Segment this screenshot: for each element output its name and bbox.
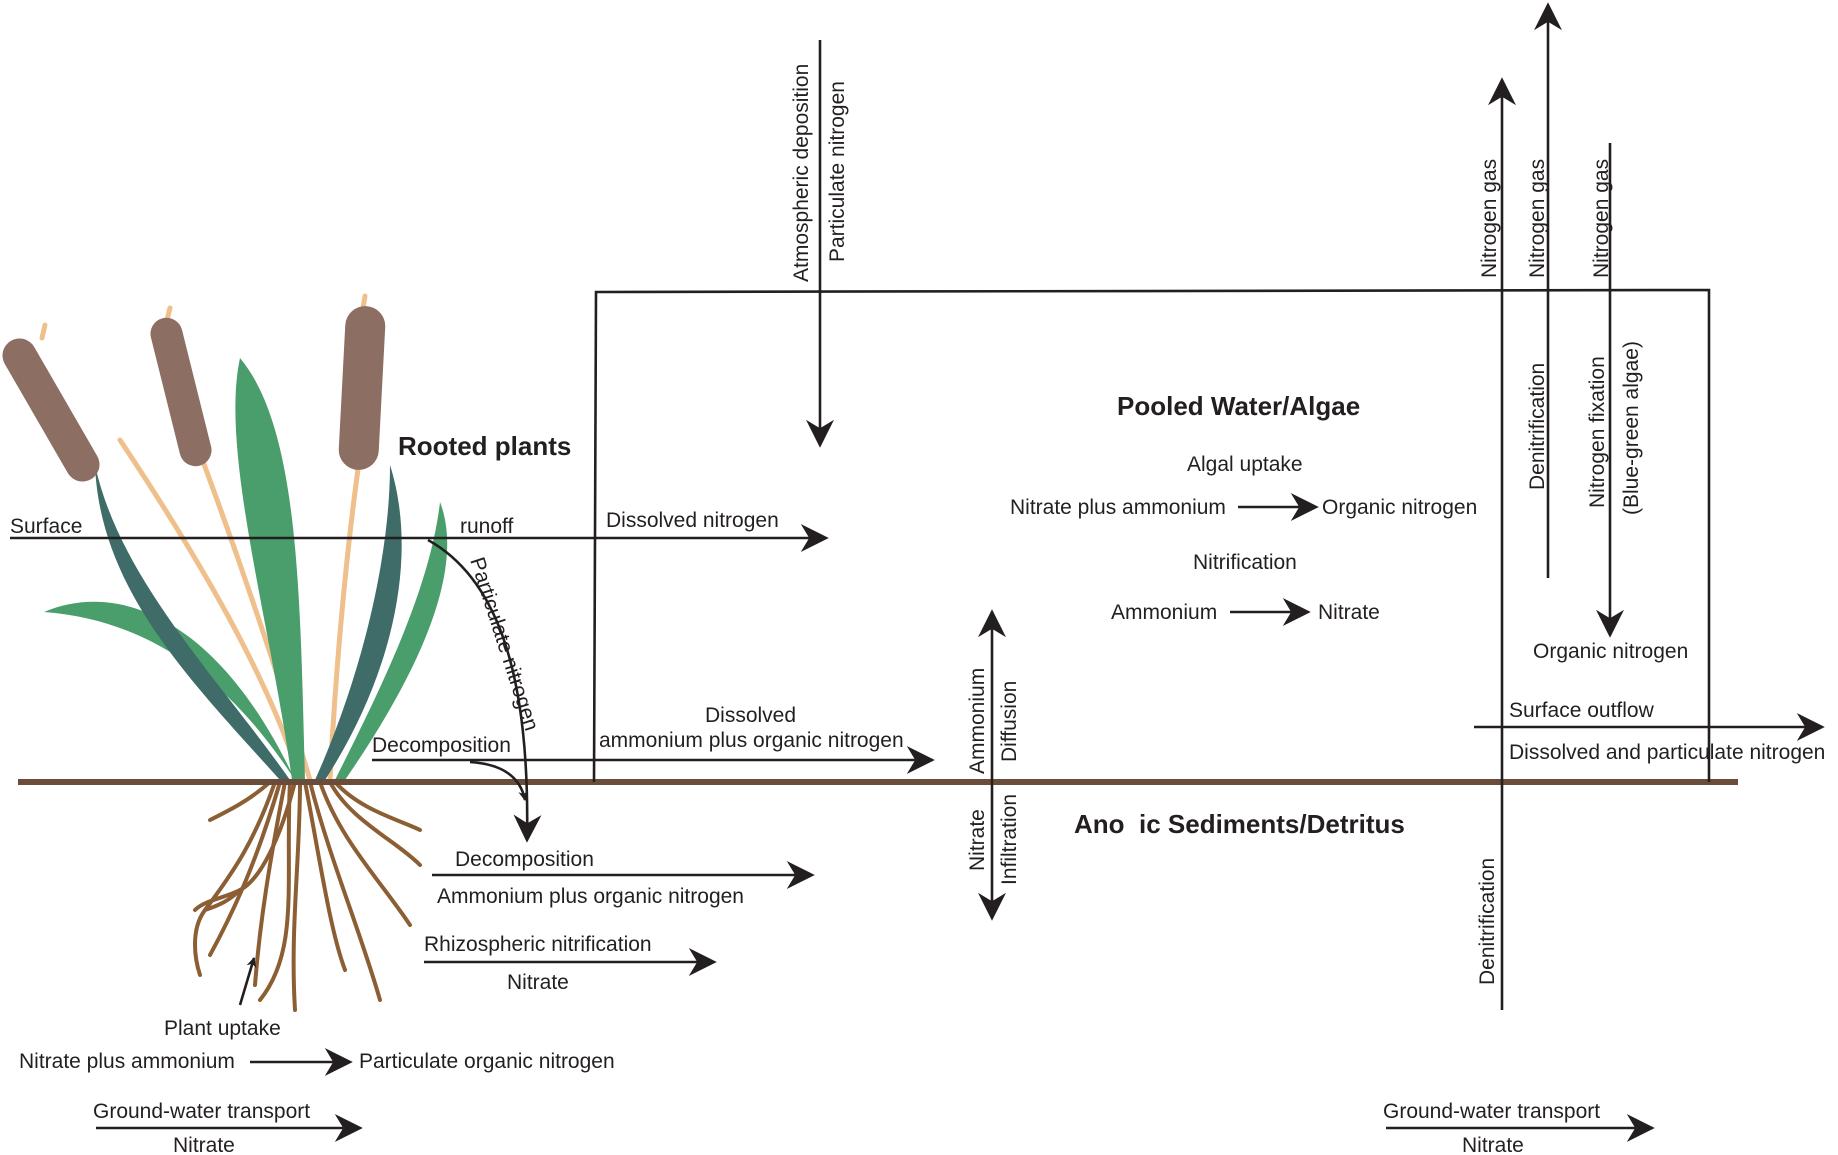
label-nitrate-rhizo: Nitrate: [507, 971, 569, 994]
label-algal-uptake: Algal uptake: [1187, 453, 1303, 476]
plant-leaf: [315, 465, 402, 780]
label-denitrification-water: Denitrification: [1526, 363, 1549, 490]
plant-roots: [195, 782, 420, 1010]
label-surface: Surface: [10, 515, 82, 538]
label-dissolved-nitrogen: Dissolved nitrogen: [606, 509, 779, 532]
label-nitrate-plus-ammonium-algal: Nitrate plus ammonium: [1010, 496, 1226, 519]
label-ammonium-diffusion: Ammonium: [966, 668, 989, 774]
label-atmospheric-deposition: Atmospheric deposition: [790, 64, 813, 282]
label-nitrate-gw-right: Nitrate: [1462, 1134, 1524, 1155]
label-infiltration: Infiltration: [998, 794, 1021, 885]
label-diffusion: Diffusion: [998, 681, 1021, 762]
label-nitrification: Nitrification: [1193, 551, 1297, 574]
plant-uptake-arrow: [240, 958, 254, 1005]
label-particulate-organic-nitrogen: Particulate organic nitrogen: [359, 1050, 615, 1073]
label-denitrification-sediment: Denitrification: [1476, 858, 1499, 985]
cattail-head: [0, 332, 106, 488]
cattail-tip: [42, 325, 45, 338]
cattail-head: [338, 305, 387, 471]
label-organic-nitrogen-algal: Organic nitrogen: [1322, 496, 1477, 519]
label-particulate-nitrogen-atm: Particulate nitrogen: [826, 81, 849, 262]
label-decomposition-upper: Decomposition: [372, 734, 511, 757]
label-dissolved: Dissolved: [705, 704, 796, 727]
label-particulate-nitrogen-curve: Particulate nitrogen: [465, 554, 543, 733]
label-decomposition-lower: Decomposition: [455, 848, 594, 871]
heading-sediments: Ano ic Sediments/Detritus: [1074, 809, 1405, 839]
label-nitrate-infiltration: Nitrate: [966, 809, 989, 871]
label-nitrate-gw-left: Nitrate: [173, 1134, 235, 1155]
label-nitrate-plus-ammonium-plant: Nitrate plus ammonium: [19, 1050, 235, 1073]
label-blue-green-algae: (Blue-green algae): [1620, 341, 1643, 515]
label-runoff: runoff: [460, 515, 513, 538]
cattail-head: [147, 314, 215, 469]
cattail-plant-illustration: [0, 296, 447, 1010]
label-groundwater-transport-left: Ground-water transport: [93, 1100, 310, 1123]
heading-rooted-plants: Rooted plants: [398, 431, 571, 461]
label-nitrogen-fixation: Nitrogen fixation: [1586, 356, 1609, 508]
label-ammonium-plus-organic-nitrogen-lower: Ammonium plus organic nitrogen: [437, 885, 744, 908]
label-nitrogen-gas-1: Nitrogen gas: [1478, 159, 1501, 278]
label-nitrate-nitrification: Nitrate: [1318, 601, 1380, 624]
label-ammonium-nitrification: Ammonium: [1111, 601, 1217, 624]
label-organic-nitrogen-fixation: Organic nitrogen: [1533, 640, 1688, 663]
label-groundwater-transport-right: Ground-water transport: [1383, 1100, 1600, 1123]
label-dissolved-particulate-nitrogen: Dissolved and particulate nitrogen: [1509, 741, 1825, 764]
heading-pooled-water: Pooled Water/Algae: [1117, 391, 1360, 421]
plant-leaf: [235, 358, 305, 780]
label-rhizospheric-nitrification: Rhizospheric nitrification: [424, 933, 652, 956]
label-nitrogen-gas-2: Nitrogen gas: [1526, 159, 1549, 278]
label-plant-uptake: Plant uptake: [164, 1017, 281, 1040]
label-surface-outflow: Surface outflow: [1509, 699, 1655, 722]
label-nitrogen-gas-3: Nitrogen gas: [1590, 159, 1613, 278]
label-ammonium-plus-organic-nitrogen-upper: ammonium plus organic nitrogen: [599, 729, 904, 752]
